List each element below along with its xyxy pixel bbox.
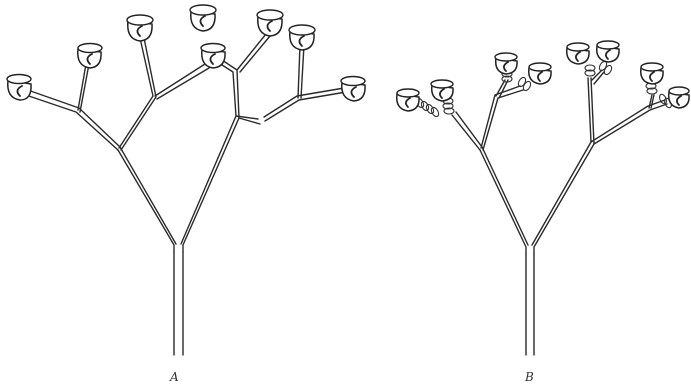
colony-a-hydrotheca-8	[341, 77, 365, 102]
colony-a-hydrotheca-2	[78, 44, 102, 69]
colony-b-hydrotheca-1	[397, 89, 419, 111]
colony-a	[7, 5, 365, 355]
colony-a-hydrotheca-1	[7, 75, 31, 101]
panel-a-label: A	[170, 371, 179, 383]
colony-a-fork	[118, 116, 239, 252]
colony-b-hydrotheca-6	[597, 41, 619, 62]
colony-a-hydrotheca-5	[201, 44, 225, 69]
colony-b-left-branch	[452, 80, 523, 150]
colony-a-main-stalk	[174, 252, 183, 355]
panel-b-label: B	[525, 371, 534, 383]
colony-b-hydrotheca-2	[431, 80, 453, 101]
colony-a-hydrotheca-3	[127, 15, 153, 41]
colony-b-hydrotheca-3	[495, 53, 517, 74]
colony-a-left-branch	[20, 38, 209, 150]
colony-b-fork	[480, 142, 594, 254]
colony-a-hydrotheca-6	[257, 10, 283, 36]
colony-a-hydrotheca-7	[289, 25, 315, 50]
colony-a-right-branch	[219, 34, 352, 124]
colony-b-main-stalk	[526, 254, 534, 355]
colony-a-hydrotheca-4	[190, 5, 216, 31]
colony-b	[397, 41, 689, 355]
colony-b-hydrotheca-8	[669, 87, 689, 108]
colony-b-hydrotheca-5	[567, 43, 589, 64]
colony-b-hydrotheca-7	[641, 63, 663, 84]
colony-b-hydrotheca-4	[529, 63, 551, 84]
